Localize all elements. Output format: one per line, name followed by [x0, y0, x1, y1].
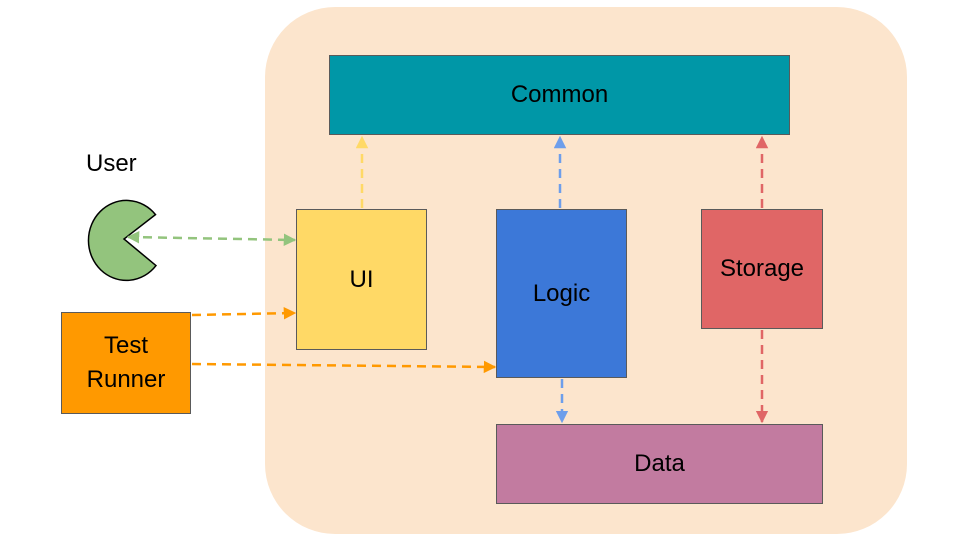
ui-component: UI — [296, 209, 427, 350]
data-label: Data — [634, 450, 685, 477]
user-ui-arrow — [126, 230, 297, 247]
pacman-user-icon — [87, 199, 158, 282]
test-runner-component: Test Runner — [61, 312, 191, 414]
logic-component: Logic — [496, 209, 627, 378]
logic-label: Logic — [532, 279, 591, 307]
storage-label: Storage — [719, 255, 805, 282]
data-component: Data — [496, 424, 823, 504]
runner-ui-arrow — [191, 306, 297, 320]
test-runner-label: Test Runner — [87, 329, 166, 397]
common-component: Common — [329, 55, 790, 135]
ui-label: UI — [349, 265, 374, 293]
user-label: User — [86, 150, 137, 177]
runner-logic-arrow — [191, 360, 497, 374]
test-runner-label-line1: Test — [103, 332, 148, 359]
storage-component: Storage — [701, 209, 823, 329]
common-label: Common — [510, 81, 609, 108]
test-runner-label-line2: Runner — [86, 366, 166, 393]
